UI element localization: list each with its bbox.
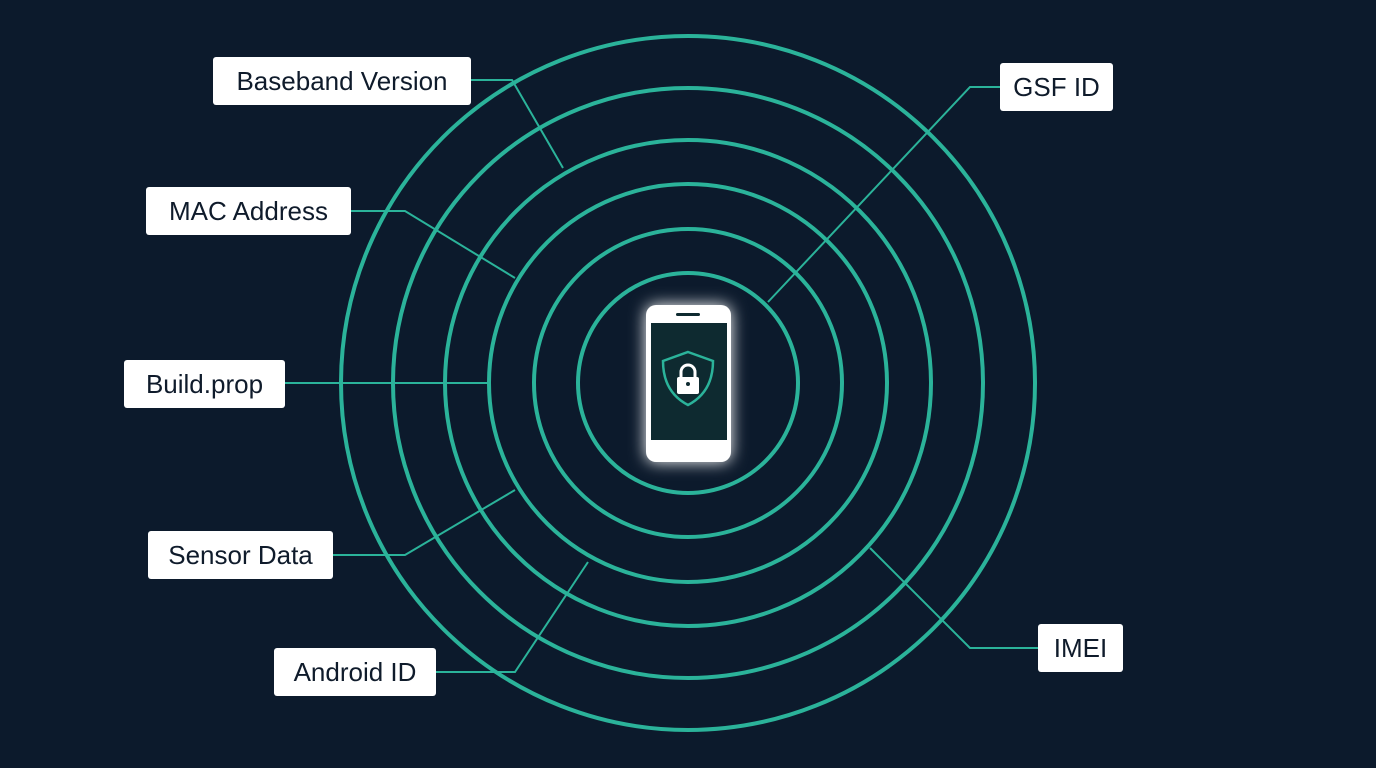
label-android-id: Android ID: [274, 648, 436, 696]
connector-androidid: [436, 561, 589, 673]
label-imei: IMEI: [1038, 624, 1123, 672]
ring-5: [532, 227, 844, 539]
label-baseband-version: Baseband Version: [213, 57, 471, 105]
shield-lock-icon: [661, 350, 715, 407]
label-sensor-data: Sensor Data: [148, 531, 333, 579]
connector-imei: [869, 547, 1038, 649]
label-gsf-id: GSF ID: [1000, 63, 1113, 111]
connectors: [285, 79, 1038, 673]
connector-gsf: [767, 86, 1000, 303]
connector-sensor: [333, 489, 516, 556]
concentric-rings: [339, 34, 1037, 732]
smartphone-icon: [646, 305, 731, 462]
connector-baseband: [471, 79, 564, 169]
label-mac-address: MAC Address: [146, 187, 351, 235]
label-build-prop: Build.prop: [124, 360, 285, 408]
ring-6: [576, 271, 800, 495]
connector-mac: [351, 210, 516, 279]
